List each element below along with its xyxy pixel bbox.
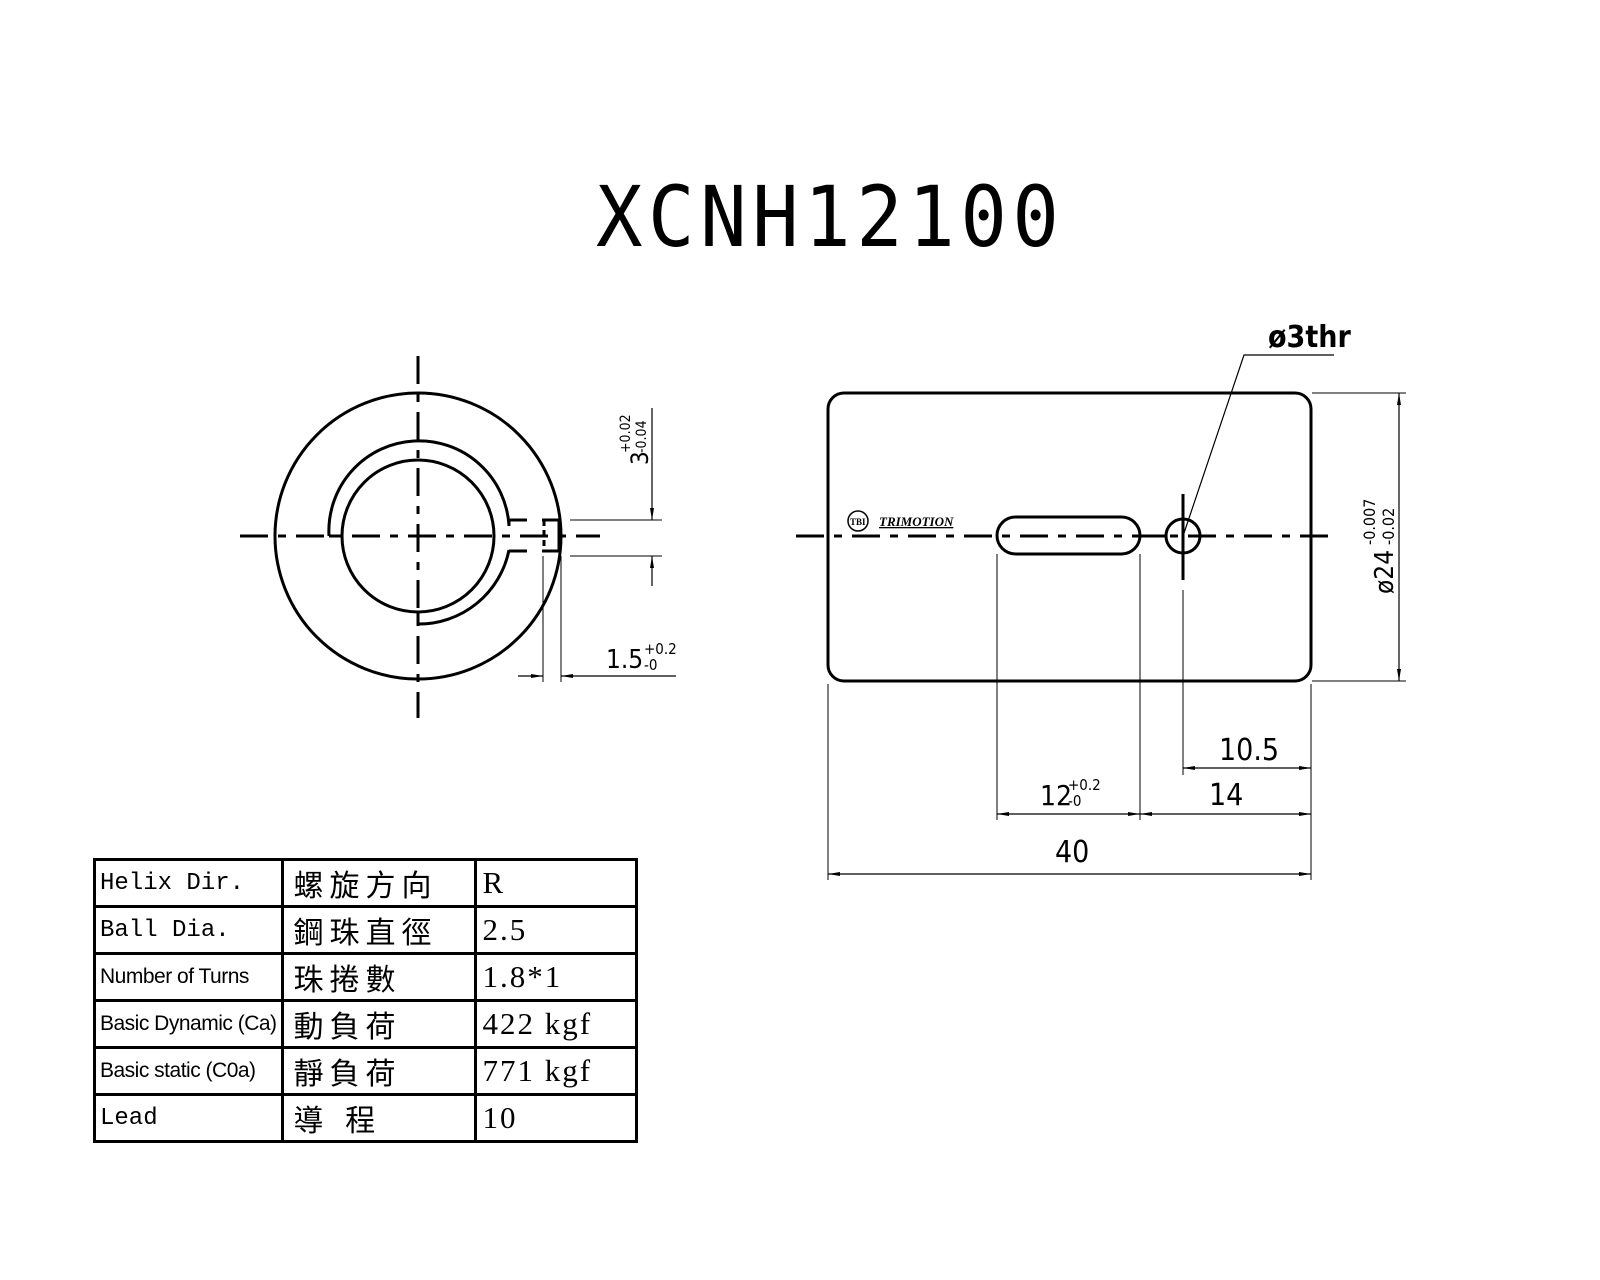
label-en: Ball Dia. [93,905,284,955]
svg-text:-0: -0 [1068,792,1081,810]
svg-text:+0.02: +0.02 [618,414,634,453]
keyway-width-dimension: 3 +0.02 -0.04 [618,414,654,465]
spec-table: Helix Dir. 螺旋方向 R Ball Dia. 鋼珠直徑 2.5 Num… [93,858,638,1143]
overall-length-dimension: 40 [1055,835,1089,870]
svg-text:TBI: TBI [850,517,866,527]
label-zh: 導 程 [280,1093,477,1143]
label-en: Lead [93,1093,284,1143]
value: 771 kgf [473,1046,638,1096]
label-en: Helix Dir. [93,858,284,908]
svg-text:+0.2: +0.2 [1068,776,1101,794]
table-row: Number of Turns 珠捲數 1.8*1 [93,952,638,1002]
value: 1.8*1 [473,952,638,1002]
slot-length-dimension: 12 +0.2 -0 [1040,776,1101,812]
label-en: Basic static (C0a) [93,1046,284,1096]
hole-leader-line [1182,354,1334,537]
table-row: Lead 導 程 10 [93,1093,638,1143]
value: R [473,858,638,908]
slot-to-end-dimension: 14 [1209,778,1243,813]
value: 422 kgf [473,999,638,1049]
value: 2.5 [473,905,638,955]
label-en: Basic Dynamic (Ca) [93,999,284,1049]
label-zh: 珠捲數 [280,952,477,1002]
table-row: Ball Dia. 鋼珠直徑 2.5 [93,905,638,955]
table-row: Helix Dir. 螺旋方向 R [93,858,638,908]
side-view [796,354,1406,880]
svg-text:-0.04: -0.04 [634,420,650,453]
table-row: Basic static (C0a) 靜負荷 771 kgf [93,1046,638,1096]
keyway-depth-dimension: 1.5 +0.2 -0 [606,640,677,675]
hole-callout: ø3thr [1268,320,1351,355]
outer-diameter-dimension: ø24 -0.007 -0.02 [1360,499,1400,594]
groove-arc-lower [416,549,511,626]
brand-name: TRIMOTION [879,514,954,529]
label-zh: 動負荷 [280,999,477,1049]
value: 10 [473,1093,638,1143]
svg-text:ø24: ø24 [1370,550,1400,594]
svg-text:1.5: 1.5 [606,645,643,675]
table-row: Basic Dynamic (Ca) 動負荷 422 kgf [93,999,638,1049]
drawing-title: XCNH12100 [596,168,1065,266]
label-zh: 靜負荷 [280,1046,477,1096]
tbi-logo: TBI TRIMOTION [847,510,954,532]
svg-text:-0.02: -0.02 [1379,508,1398,545]
label-en: Number of Turns [93,952,284,1002]
svg-text:3: 3 [626,451,654,465]
svg-text:-0.007: -0.007 [1360,499,1379,545]
label-zh: 螺旋方向 [280,858,477,908]
groove-arc-upper [327,439,511,537]
nut-body-outline [826,391,1313,683]
hole-to-end-dimension: 10.5 [1219,733,1279,768]
front-view [240,356,676,718]
svg-text:-0: -0 [644,656,657,674]
svg-text:+0.2: +0.2 [644,640,677,658]
label-zh: 鋼珠直徑 [280,905,477,955]
svg-text:12: 12 [1040,779,1072,812]
